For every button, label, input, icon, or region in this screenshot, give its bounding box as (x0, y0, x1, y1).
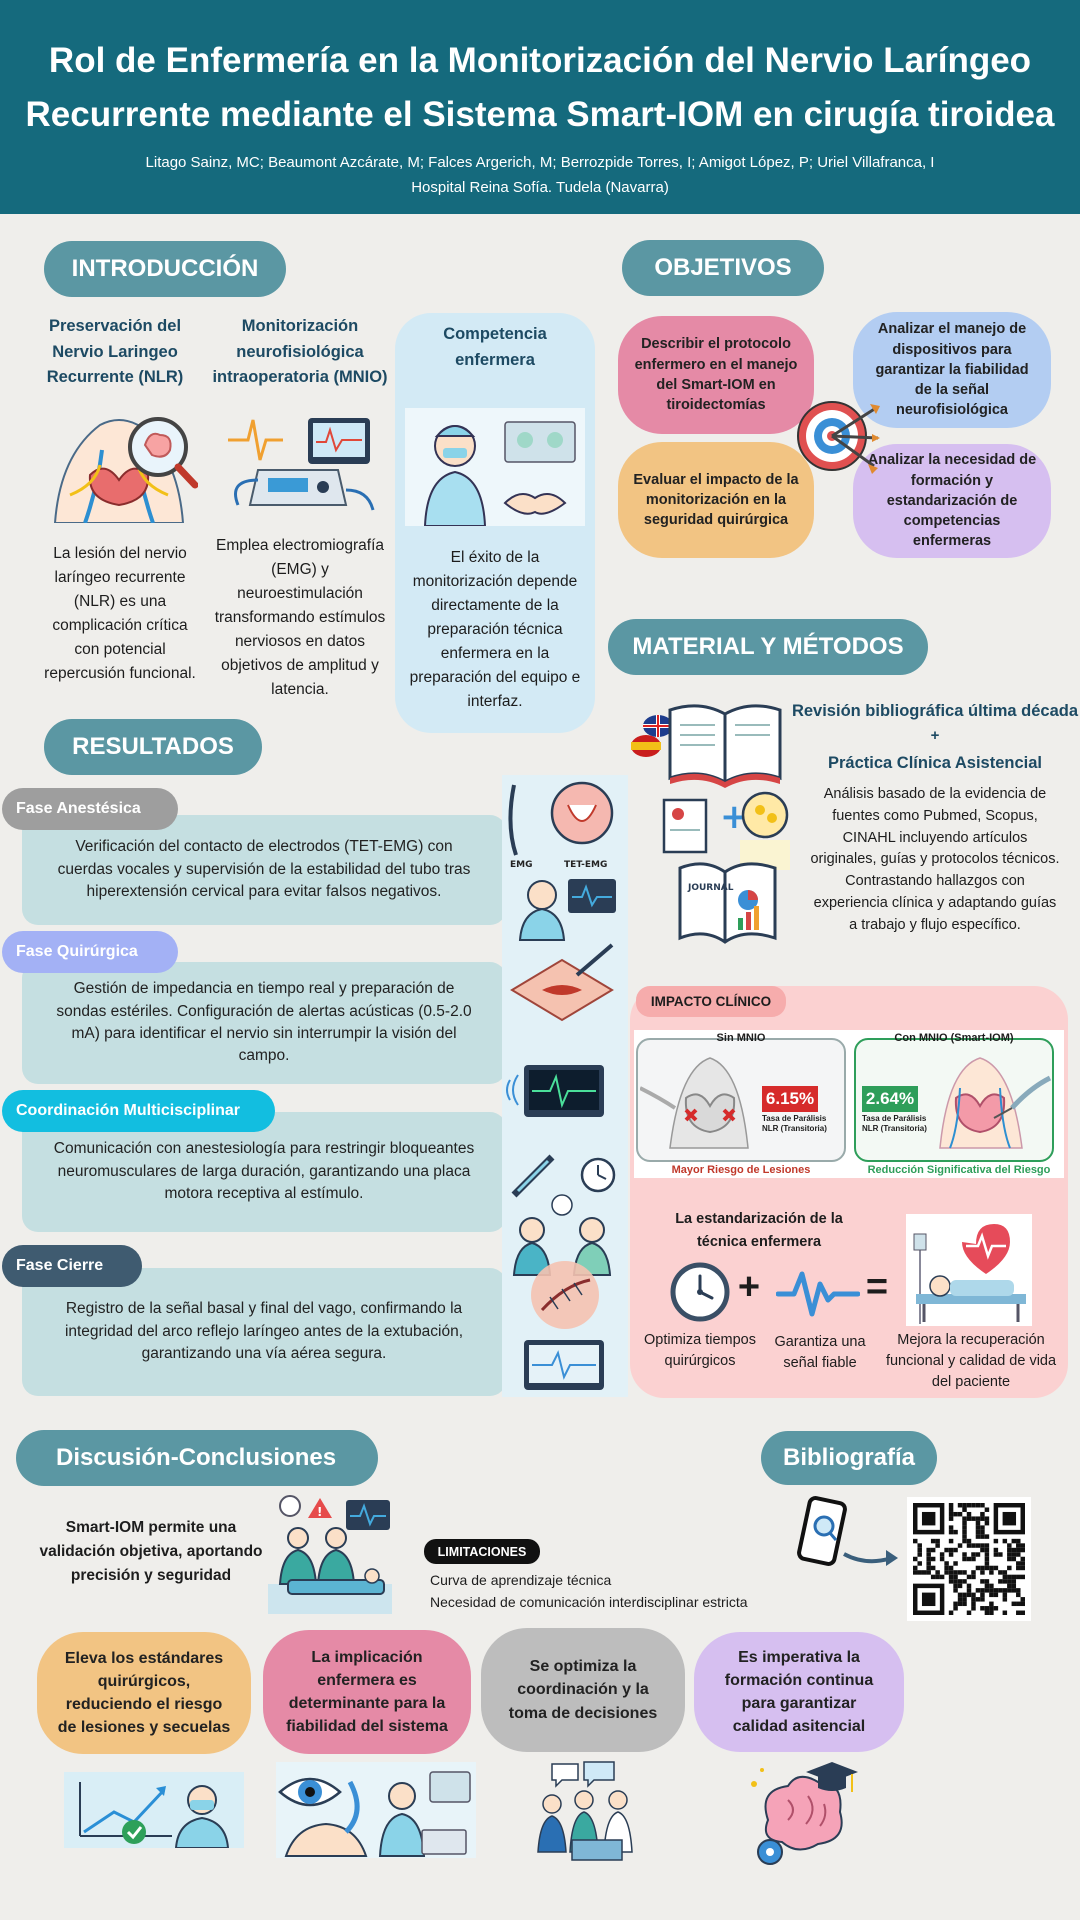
title-line-2: Recurrente mediante el Sistema Smart-IOM… (25, 95, 1055, 134)
limitacion-2: Necesidad de comunicación interdisciplin… (430, 1594, 748, 1610)
signal-wave-icon (776, 1268, 860, 1318)
surgery-team-icon: ! (268, 1494, 392, 1614)
material-plus: + (930, 727, 940, 744)
emg-label: EMG (510, 860, 533, 870)
intro-col1-title: Preservación del Nervio Laringeo Recurre… (46, 317, 184, 387)
con-mnio-footer: Reducción Significativa del Riesgo (867, 1164, 1051, 1176)
std-caption-2: Garantiza una señal fiable (774, 1334, 866, 1372)
intro-col3-text: El éxito de la monitorización depende di… (409, 549, 581, 711)
discusion-heading: Discusión-Conclusiones (16, 1430, 378, 1486)
std-equals: = (865, 1266, 889, 1308)
standardization-title: La estandarización de la técnica enferme… (675, 1211, 843, 1251)
limitaciones-tag: LIMITACIONES (424, 1539, 540, 1564)
book-review-icon: + JOURNAL (660, 700, 790, 950)
sin-mnio-caption: Tasa de Parálisis NLR (Transitoria) (762, 1114, 827, 1133)
con-mnio-caption: Tasa de Parálisis NLR (Transitoria) (862, 1114, 927, 1133)
phase-coordinacion-box: Comunicación con anestesiología para res… (22, 1112, 506, 1232)
intro-col2-text: Emplea electromiografía (EMG) y neuroest… (214, 537, 386, 699)
std-plus: + (737, 1266, 761, 1308)
neuromonitor-device-icon (228, 410, 378, 520)
sin-mnio-footer: Mayor Riesgo de Lesiones (671, 1164, 811, 1176)
title-line-1: Rol de Enfermería en la Monitorización d… (48, 41, 1032, 80)
brain-education-icon (748, 1760, 858, 1870)
material-heading: MATERIAL Y MÉTODOS (608, 619, 928, 675)
conclusion-3: Se optimiza la coordinación y la toma de… (481, 1628, 685, 1752)
intro-col1-text: La lesión del nervio laríngeo recurrente… (44, 545, 196, 683)
svg-text:!: ! (317, 1505, 322, 1519)
phase-anestesica-box: Verificación del contacto de electrodos … (22, 815, 506, 925)
patient-heart-icon (906, 1214, 1032, 1326)
sin-mnio-thyroid (640, 1048, 760, 1160)
conclusion-4: Es imperativa la formación continua para… (694, 1632, 904, 1752)
target-icon (796, 394, 880, 474)
material-title-1: Revisión bibliográfica última década (791, 702, 1079, 720)
discusion-main: Smart-IOM permite una validación objetiv… (39, 1519, 263, 1585)
clock-icon (670, 1262, 730, 1322)
phase-quirurgica-label: Fase Quirúrgica (2, 931, 178, 973)
journal-label: JOURNAL (687, 883, 734, 893)
material-title-2: Práctica Clínica Asistencial (828, 754, 1042, 772)
objetivos-heading: OBJETIVOS (622, 240, 824, 296)
team-coordination-icon (532, 1760, 652, 1866)
bibliografia-heading: Bibliografía (761, 1431, 937, 1485)
header-banner: Rol de Enfermería en la Monitorización d… (0, 0, 1080, 214)
affiliation: Hospital Reina Sofía. Tudela (Navarra) (411, 179, 669, 196)
thyroid-nerve-icon (40, 405, 198, 523)
qr-code[interactable] (907, 1497, 1031, 1621)
conclusion-1: Eleva los estándares quirúrgicos, reduci… (37, 1632, 251, 1754)
phase-coordinacion-label: Coordinación Multicisciplinar (2, 1090, 275, 1132)
std-caption-3: Mejora la recuperación funcional y calid… (885, 1332, 1057, 1391)
std-caption-1: Optimiza tiempos quirúrgicos (643, 1332, 756, 1370)
impact-tag: IMPACTO CLÍNICO (636, 986, 786, 1017)
objective-1: Describir el protocolo enfermero en el m… (618, 316, 814, 434)
phase-cierre-box: Registro de la señal basal y final del v… (22, 1268, 506, 1396)
intro-col3-title: Competencia enfermera (443, 325, 547, 369)
results-icon-column: EMG TET-EMG (502, 775, 628, 1397)
con-mnio-value: 2.64% (862, 1086, 918, 1112)
con-mnio-title: Con MNIO (Smart-IOM) (894, 1032, 1014, 1044)
phase-anestesica-label: Fase Anestésica (2, 788, 178, 830)
objective-2: Analizar el manejo de dispositivos para … (853, 312, 1051, 428)
nurse-handshake-icon (405, 408, 585, 526)
material-text: Análisis basado de la evidencia de fuent… (810, 786, 1060, 933)
qr-code-image (913, 1503, 1025, 1615)
phone-search-icon (796, 1496, 906, 1590)
resultados-heading: RESULTADOS (44, 719, 262, 775)
con-mnio-thyroid (930, 1048, 1052, 1160)
intro-heading: INTRODUCCIÓN (44, 241, 286, 297)
objective-4: Analizar la necesidad de formación y est… (853, 444, 1051, 558)
conclusion-2: La implicación enfermera es determinante… (263, 1630, 471, 1754)
phase-cierre-label: Fase Cierre (2, 1245, 142, 1287)
poster-title: Rol de Enfermería en la Monitorización d… (0, 34, 1080, 142)
eye-intubation-icon (276, 1762, 476, 1858)
authors: Litago Sainz, MC; Beaumont Azcárate, M; … (145, 154, 935, 171)
flags-icon (630, 712, 674, 758)
growth-chart-nurse-icon (64, 1772, 244, 1848)
intro-col2-title: Monitorización neurofisiológica intraope… (212, 317, 388, 387)
tet-emg-label: TET-EMG (564, 860, 607, 870)
sin-mnio-title: Sin MNIO (716, 1032, 766, 1044)
phase-quirurgica-box: Gestión de impedancia en tiempo real y p… (22, 962, 506, 1084)
objective-3: Evaluar el impacto de la monitorización … (618, 442, 814, 558)
sin-mnio-value: 6.15% (762, 1086, 818, 1112)
limitacion-1: Curva de aprendizaje técnica (430, 1572, 612, 1588)
